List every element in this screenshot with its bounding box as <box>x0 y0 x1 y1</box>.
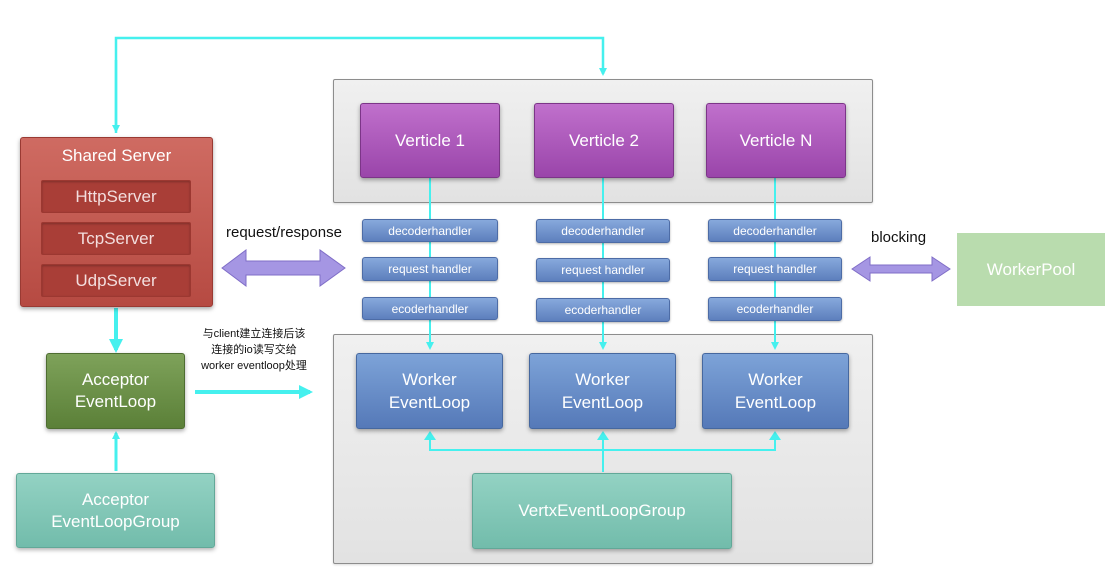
worker-event-loop-1: Worker EventLoop <box>356 353 503 429</box>
worker-1-line1: Worker <box>402 370 457 389</box>
handoff-note-line2: 连接的io读写交给 <box>211 344 297 356</box>
encoder-handler-n: ecoderhandler <box>708 297 842 321</box>
worker-2-line1: Worker <box>575 370 630 389</box>
request-handler-n: request handler <box>708 257 842 281</box>
worker-event-loop-n: Worker EventLoop <box>702 353 849 429</box>
vertx-event-loop-group: VertxEventLoopGroup <box>472 473 732 549</box>
shared-server-title: Shared Server <box>61 146 172 165</box>
worker-event-loop-2: Worker EventLoop <box>529 353 676 429</box>
udp-server: UdpServer <box>41 264 191 297</box>
http-server: HttpServer <box>41 180 191 213</box>
handoff-note-line1: 与client建立连接后该 <box>202 328 306 340</box>
encoder-handler-2: ecoderhandler <box>536 298 670 322</box>
request-handler-2: request handler <box>536 258 670 282</box>
decoder-handler-2: decoderhandler <box>536 219 670 243</box>
shared-server: Shared Server HttpServer TcpServer UdpSe… <box>20 137 213 307</box>
decoder-handler-1: decoderhandler <box>362 219 498 242</box>
encoder-handler-1: ecoderhandler <box>362 297 498 320</box>
worker-n-line2: EventLoop <box>734 393 817 412</box>
handoff-note: 与client建立连接后该 连接的io读写交给 worker eventloop… <box>186 326 322 374</box>
worker-2-line2: EventLoop <box>561 393 644 412</box>
acceptor-event-loop-line1: Acceptor <box>81 370 150 389</box>
acceptor-group-line1: Acceptor <box>81 489 150 509</box>
verticle-1: Verticle 1 <box>360 103 500 178</box>
acceptor-event-loop-line2: EventLoop <box>74 392 157 411</box>
acceptor-event-loop-group: Acceptor EventLoopGroup <box>16 473 215 548</box>
decoder-handler-n: decoderhandler <box>708 219 842 242</box>
tcp-server: TcpServer <box>41 222 191 255</box>
blocking-label: blocking <box>871 229 927 246</box>
worker-pool: WorkerPool <box>957 233 1105 306</box>
blocking-arrow <box>851 256 951 282</box>
verticle-2: Verticle 2 <box>534 103 674 178</box>
worker-n-line1: Worker <box>748 370 803 389</box>
worker-1-line2: EventLoop <box>388 393 471 412</box>
handoff-note-line3: worker eventloop处理 <box>201 360 307 372</box>
acceptor-event-loop: Acceptor EventLoop <box>46 353 185 429</box>
request-response-label: request/response <box>226 224 342 241</box>
request-handler-1: request handler <box>362 257 498 281</box>
acceptor-group-line2: EventLoopGroup <box>51 511 180 531</box>
verticle-n: Verticle N <box>706 103 846 178</box>
request-response-arrow <box>221 249 346 287</box>
